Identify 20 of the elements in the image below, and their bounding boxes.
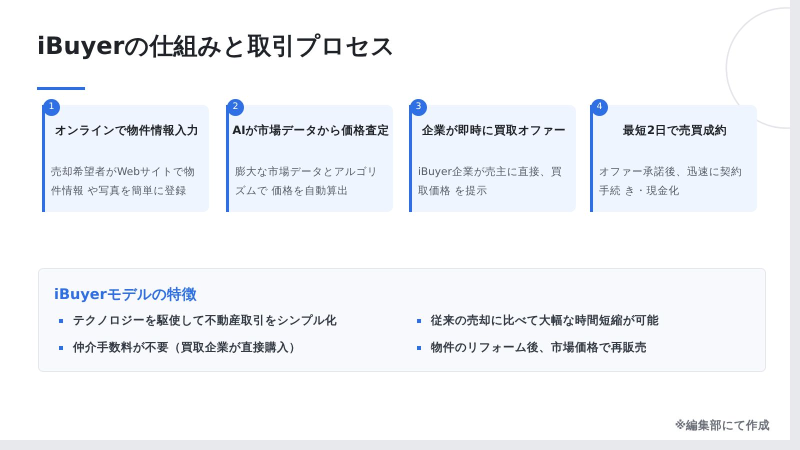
feature-item: テクノロジーを駆使して不動産取引をシンプル化 [73,313,337,328]
step-description: 売却希望者がWebサイトで物件情報 や写真を簡単に登録 [51,165,196,199]
step-number-badge: 3 [410,99,427,116]
step-description: iBuyer企業が売主に直接、買取価格 を提示 [418,165,563,199]
step-number-badge: 2 [227,99,244,116]
feature-item: 仲介手数料が不要（買取企業が直接購入） [73,340,301,355]
step-heading: オンラインで物件情報入力 [54,123,200,138]
feature-item: 従来の売却に比べて大幅な時間短縮が可能 [431,313,659,328]
feature-panel [38,268,766,372]
source-note: ※編集部にて作成 [674,418,770,433]
step-heading: AIが市場データから価格査定 [231,123,391,138]
slide-title: iBuyerの仕組みと取引プロセス [37,31,396,62]
step-number-badge: 1 [43,99,60,116]
step-number-badge: 4 [591,99,608,116]
step-heading: 最短2日で売買成約 [622,123,728,138]
step-description: オファー承諾後、迅速に契約手続 き・現金化 [599,165,743,199]
feature-item: 物件のリフォーム後、市場価格で再販売 [431,340,647,355]
step-heading: 企業が即時に買取オファー [421,123,567,138]
panel-heading: iBuyerモデルの特徴 [54,286,197,304]
step-description: 膨大な市場データとアルゴリズムで 価格を自動算出 [235,165,379,199]
